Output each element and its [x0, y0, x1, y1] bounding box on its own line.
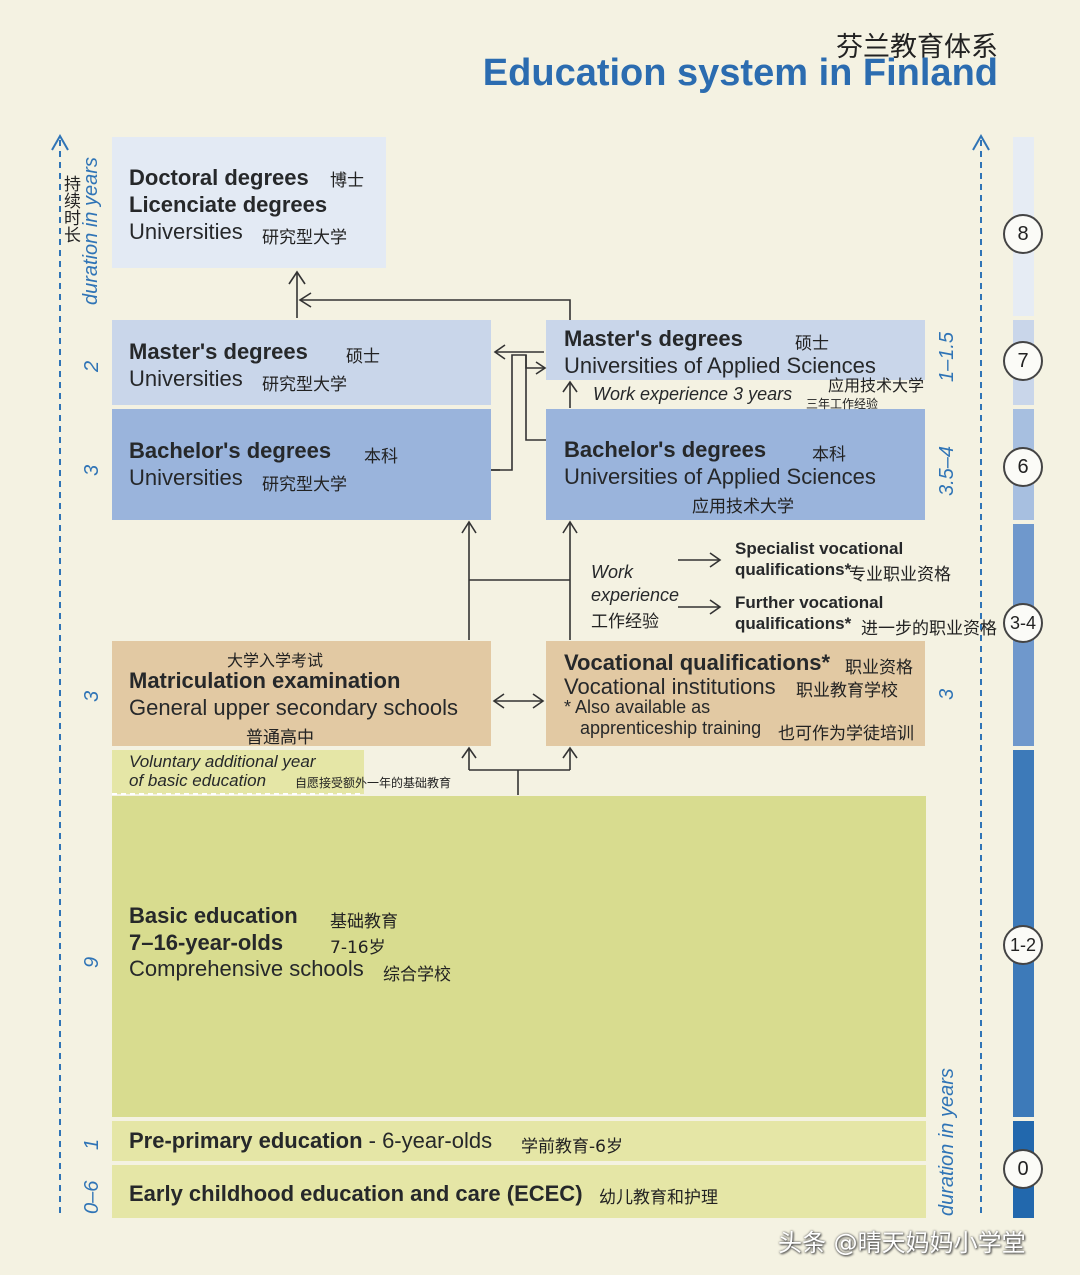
masters-uas-title: Master's degrees [564, 326, 743, 351]
vocational-title-zh: 职业资格 [845, 658, 913, 678]
bachelors-uni-box [112, 409, 491, 520]
ecec-title: Early childhood education and care (ECEC… [129, 1181, 583, 1206]
level-circle-0: 0 [1003, 1149, 1043, 1189]
years-bachelors-uni: 3 [81, 464, 103, 476]
work-experience-zh: 工作经验 [591, 612, 659, 632]
years-bachelors-uas: 3.5–4 [936, 445, 958, 496]
masters-uas-institution-zh: 应用技术大学 [828, 376, 925, 395]
watermark: 头条 @晴天妈妈小学堂 [778, 1229, 1026, 1257]
comprehensive-schools: Comprehensive schools [129, 956, 364, 981]
vocational-note-zh: 也可作为学徒培训 [778, 724, 914, 744]
bachelors-uas-institution: Universities of Applied Sciences [564, 464, 876, 489]
preprimary-label: Pre-primary education - 6-year-olds [129, 1128, 492, 1154]
upper-secondary-schools: General upper secondary schools [129, 695, 458, 720]
years-masters-uni: 2 [81, 360, 103, 372]
preprimary-zh: 学前教育-6岁 [521, 1137, 623, 1157]
doctoral-institution: Universities [129, 219, 243, 244]
masters-uas-box [546, 320, 925, 380]
masters-uni-institution-zh: 研究型大学 [262, 375, 347, 395]
bachelors-uas-title: Bachelor's degrees [564, 437, 767, 462]
ecec-zh: 幼儿教育和护理 [599, 1188, 718, 1208]
years-masters-uas: 1–1.5 [936, 331, 958, 382]
preprimary-title: Pre-primary education [129, 1128, 363, 1153]
bachelors-uni-institution-zh: 研究型大学 [262, 475, 347, 495]
basic-education-box [112, 796, 926, 1117]
further-vocational-line2: qualifications* [735, 614, 852, 633]
years-basic: 9 [81, 956, 103, 968]
licenciate-title: Licenciate degrees [129, 192, 328, 217]
comprehensive-schools-zh: 综合学校 [383, 965, 451, 985]
matriculation-box [112, 641, 491, 746]
years-preprimary: 1 [81, 1138, 103, 1150]
masters-uas-title-zh: 硕士 [795, 334, 829, 354]
doctoral-title-zh: 博士 [330, 171, 364, 191]
left-axis-zh-2: 续 [64, 192, 81, 212]
specialist-vocational-line1: Specialist vocational [735, 539, 904, 558]
level-circle-6: 6 [1003, 447, 1043, 487]
years-ecec: 0–6 [81, 1180, 103, 1214]
bachelors-uni-title-zh: 本科 [364, 447, 398, 467]
bachelors-uas-institution-zh: 应用技术大学 [692, 497, 794, 517]
years-vocational: 3 [936, 688, 958, 700]
voluntary-zh: 自愿接受额外一年的基础教育 [295, 776, 452, 790]
left-axis-zh-3: 时 [64, 209, 81, 229]
bachelors-uni-institution: Universities [129, 465, 243, 490]
voluntary-line1: Voluntary additional year [129, 752, 316, 771]
work-experience-label-1: Work [591, 562, 633, 582]
matriculation-zh: 大学入学考试 [227, 651, 324, 670]
work-experience-label-2: experience [591, 585, 680, 605]
vocational-note-line1: * Also available as [564, 697, 711, 717]
preprimary-suffix: - 6-year-olds [362, 1128, 493, 1153]
level-circle-8: 8 [1003, 214, 1043, 254]
vocational-title: Vocational qualifications* [564, 650, 831, 675]
preprimary-box [112, 1121, 926, 1161]
basic-education-title: Basic education [129, 903, 298, 928]
level-circle-1-2: 1-2 [1003, 925, 1043, 965]
bachelors-uas-title-zh: 本科 [812, 445, 846, 465]
vocational-institutions: Vocational institutions [564, 674, 776, 699]
specialist-vocational-line2: qualifications* [735, 560, 852, 579]
level-circle-7: 7 [1003, 341, 1043, 381]
upper-secondary-zh: 普通高中 [246, 728, 314, 748]
specialist-vocational-zh: 专业职业资格 [849, 565, 951, 585]
work-experience-3-years: Work experience 3 years [593, 384, 793, 404]
masters-uni-title: Master's degrees [129, 339, 308, 364]
further-vocational-line1: Further vocational [735, 593, 884, 612]
doctoral-institution-zh: 研究型大学 [262, 228, 347, 248]
vocational-box [546, 641, 925, 746]
matriculation-title: Matriculation examination [129, 668, 401, 693]
left-axis-zh-4: 长 [64, 226, 81, 246]
voluntary-line2: of basic education [129, 771, 267, 790]
masters-uni-title-zh: 硕士 [346, 347, 380, 367]
years-matriculation: 3 [81, 690, 103, 702]
voluntary-box [112, 750, 364, 794]
level-circle-3-4: 3-4 [1003, 603, 1043, 643]
page-title: Education system in Finland [482, 52, 998, 94]
basic-education-ages: 7–16-year-olds [129, 930, 284, 955]
doctoral-title: Doctoral degrees [129, 165, 309, 190]
left-axis-zh-1: 持 [64, 175, 81, 195]
basic-education-title-zh: 基础教育 [330, 912, 398, 932]
vocational-institutions-zh: 职业教育学校 [796, 681, 898, 701]
basic-education-ages-zh: 7-16岁 [330, 938, 386, 958]
left-axis-label: duration in years [80, 157, 102, 305]
masters-uni-box [112, 320, 491, 405]
further-vocational-zh: 进一步的职业资格 [861, 619, 997, 639]
title-chinese: 芬兰教育体系 [836, 32, 998, 63]
doctoral-box [112, 137, 386, 268]
vocational-note-line2: apprenticeship training [580, 718, 762, 738]
work-experience-3-years-zh: 三年工作经验 [806, 397, 879, 411]
bachelors-uas-box [546, 409, 925, 520]
masters-uni-institution: Universities [129, 366, 243, 391]
right-axis-label: duration in years [936, 1068, 958, 1216]
ecec-box [112, 1165, 926, 1218]
bachelors-uni-title: Bachelor's degrees [129, 438, 332, 463]
masters-uas-institution: Universities of Applied Sciences [564, 353, 876, 378]
